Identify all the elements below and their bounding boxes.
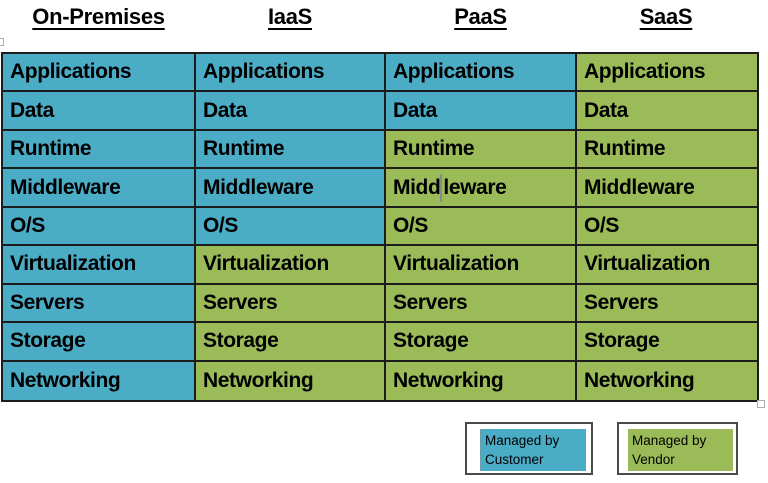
cell-paas-runtime[interactable]: Runtime [386,130,577,170]
cell-iaas-applications[interactable]: Applications [196,54,386,93]
table-move-handle[interactable] [0,38,4,46]
cell-saas-virtualization[interactable]: Virtualization [577,246,757,285]
cell-label: Runtime [10,137,92,161]
cell-paas-data[interactable]: Data [386,92,577,131]
cell-paas-storage[interactable]: Storage [386,323,577,362]
header-saas[interactable]: SaaS [639,4,693,29]
cell-label: O/S [584,213,619,237]
cell-on-premises-networking[interactable]: Networking [3,361,196,400]
cell-label: Runtime [203,137,285,161]
cell-on-premises-storage[interactable]: Storage [3,323,196,362]
cell-label: O/S [393,213,428,237]
cell-saas-middleware[interactable]: Middleware [577,169,757,208]
cell-iaas-o-s[interactable]: O/S [196,207,386,247]
cell-label: Data [203,98,247,122]
cell-label: Data [584,98,628,122]
cell-label: Virtualization [203,252,329,276]
cell-paas-servers[interactable]: Servers [386,284,577,324]
cell-label: Middleware [10,175,121,199]
column-headers: On-Premises IaaS PaaS SaaS [2,4,758,30]
cell-label: Virtualization [393,252,519,276]
cell-saas-data[interactable]: Data [577,92,757,131]
cell-paas-o-s[interactable]: O/S [386,207,577,247]
cell-iaas-storage[interactable]: Storage [196,323,386,362]
cell-label: Storage [203,329,279,353]
cell-label: Storage [10,329,86,353]
cell-label: Virtualization [10,252,136,276]
header-iaas[interactable]: IaaS [267,4,313,29]
legend-vendor-box[interactable]: Managed by Vendor [617,422,738,475]
cell-paas-networking[interactable]: Networking [386,361,577,400]
cell-label: Servers [10,290,85,314]
legend-vendor-swatch: Managed by Vendor [628,429,733,471]
cell-iaas-data[interactable]: Data [196,92,386,131]
cell-on-premises-virtualization[interactable]: Virtualization [3,246,196,285]
cell-label: Runtime [584,137,666,161]
cell-label: Storage [393,329,469,353]
cell-label: Networking [584,368,695,392]
legend-label: Managed by [485,433,560,448]
cell-on-premises-runtime[interactable]: Runtime [3,130,196,170]
cell-paas-virtualization[interactable]: Virtualization [386,246,577,285]
cell-paas-applications[interactable]: Applications [386,54,577,93]
cell-label: Networking [10,368,121,392]
cell-label: Virtualization [584,252,710,276]
cell-label: Networking [203,368,314,392]
cell-saas-storage[interactable]: Storage [577,323,757,362]
cell-label: Runtime [393,137,475,161]
cell-label: Servers [584,290,659,314]
cell-label: Data [393,98,437,122]
cell-on-premises-middleware[interactable]: Middleware [3,169,196,208]
cell-saas-o-s[interactable]: O/S [577,207,757,247]
cell-label: O/S [10,213,45,237]
cell-label: Applications [203,60,325,84]
cell-saas-applications[interactable]: Applications [577,54,757,93]
cell-label: Servers [203,290,278,314]
text-cursor [440,173,443,202]
cell-on-premises-data[interactable]: Data [3,92,196,131]
cell-iaas-middleware[interactable]: Middleware [196,169,386,208]
legend-label: Vendor [632,452,675,467]
cell-label: Servers [393,290,468,314]
cell-iaas-virtualization[interactable]: Virtualization [196,246,386,285]
cell-label: Middleware [203,175,314,199]
cell-label: Storage [584,329,660,353]
cell-on-premises-servers[interactable]: Servers [3,284,196,324]
cell-label: leware [443,175,507,199]
table-resize-handle[interactable] [757,400,765,408]
cell-label: Applications [393,60,515,84]
cell-label: Applications [10,60,132,84]
cell-iaas-servers[interactable]: Servers [196,284,386,324]
cell-label: Data [10,98,54,122]
cell-iaas-runtime[interactable]: Runtime [196,130,386,170]
cell-saas-networking[interactable]: Networking [577,361,757,400]
legend-label: Managed by [632,433,707,448]
cell-label: Networking [393,368,504,392]
cell-label: Midd [393,175,441,199]
cell-label: Applications [584,60,706,84]
cell-iaas-networking[interactable]: Networking [196,361,386,400]
legend-customer-box[interactable]: Managed by Customer [465,422,593,475]
header-paas[interactable]: PaaS [454,4,507,29]
cell-saas-runtime[interactable]: Runtime [577,130,757,170]
header-on-premises[interactable]: On-Premises [32,4,165,29]
cell-label: O/S [203,213,238,237]
cell-saas-servers[interactable]: Servers [577,284,757,324]
legend-customer-swatch: Managed by Customer [480,429,586,471]
cell-on-premises-applications[interactable]: Applications [3,54,196,93]
legend-label: Customer [485,452,544,467]
cell-label: Middleware [584,175,695,199]
cell-on-premises-o-s[interactable]: O/S [3,207,196,247]
